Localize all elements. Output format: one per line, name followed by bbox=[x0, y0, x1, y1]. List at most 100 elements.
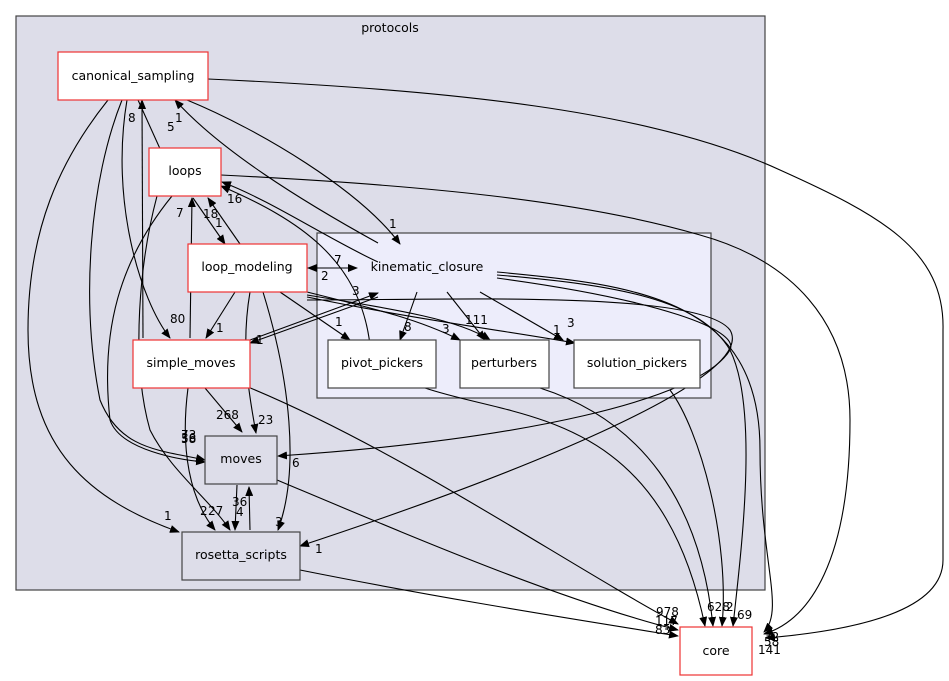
edge bbox=[186, 99, 401, 245]
edge bbox=[231, 484, 240, 531]
edge-label: 58 bbox=[181, 432, 196, 446]
edge-label: 80 bbox=[170, 312, 185, 326]
node-label: rosetta_scripts bbox=[195, 547, 287, 562]
edge bbox=[221, 181, 379, 263]
node-moves[interactable]: moves bbox=[204, 435, 278, 485]
edge-label: 3 bbox=[352, 284, 360, 298]
edge-label: 4 bbox=[236, 505, 244, 519]
edge bbox=[669, 389, 727, 627]
node-label: simple_moves bbox=[147, 355, 236, 370]
edge bbox=[276, 479, 679, 632]
edge-label: 1 bbox=[175, 111, 183, 125]
edge-labels: 8 1 5 16 7 18 1 1 7 2 3 80 1 1 1 8 3 111… bbox=[128, 111, 781, 657]
edge-label: 1 bbox=[256, 333, 264, 347]
edge bbox=[89, 99, 206, 462]
edge-label: 1 bbox=[553, 323, 561, 337]
edge-label: 1 bbox=[335, 315, 343, 329]
edge bbox=[121, 99, 171, 339]
node-simple-moves[interactable]: simple_moves bbox=[132, 339, 251, 389]
edge-label: 1 bbox=[315, 542, 323, 556]
edge bbox=[27, 99, 180, 533]
edge bbox=[220, 174, 851, 636]
edge-label: 18 bbox=[203, 207, 218, 221]
node-label: pivot_pickers bbox=[341, 355, 423, 370]
edge-label: 58 bbox=[764, 635, 779, 649]
edge-label: 111 bbox=[465, 313, 488, 327]
edge bbox=[446, 291, 486, 341]
edge bbox=[306, 291, 461, 341]
cluster-protocols-label: protocols bbox=[361, 20, 419, 35]
edge bbox=[207, 78, 944, 642]
edge bbox=[399, 291, 418, 341]
edge-label: 7 bbox=[176, 206, 184, 220]
edge bbox=[220, 185, 371, 346]
node-label: core bbox=[702, 643, 729, 658]
edge-label: 3 bbox=[567, 316, 575, 330]
edge-label: 69 bbox=[737, 608, 752, 622]
edge-label: 1 bbox=[215, 216, 223, 230]
edge-label: 16 bbox=[227, 192, 242, 206]
edge bbox=[279, 291, 351, 341]
edge-label: 6 bbox=[292, 456, 300, 470]
node-pivot-pickers[interactable]: pivot_pickers bbox=[327, 339, 437, 389]
edge-label: 83 bbox=[655, 623, 670, 637]
edge-label: 5 bbox=[167, 120, 175, 134]
edge-label: 27 bbox=[208, 504, 223, 518]
edge-label: 36 bbox=[232, 495, 247, 509]
edge-label: 117 bbox=[655, 614, 678, 628]
node-perturbers[interactable]: perturbers bbox=[459, 339, 550, 389]
edge bbox=[247, 386, 679, 625]
edge bbox=[205, 291, 236, 339]
edge bbox=[277, 277, 732, 460]
edge-label: 141 bbox=[758, 643, 781, 657]
edge-label: 628 bbox=[707, 600, 730, 614]
node-canonical-sampling[interactable]: canonical_sampling bbox=[57, 51, 209, 101]
node-label: perturbers bbox=[471, 355, 537, 370]
edge bbox=[174, 99, 379, 244]
edge bbox=[539, 387, 717, 627]
edge bbox=[192, 197, 226, 245]
node-loop-modeling[interactable]: loop_modeling bbox=[187, 243, 308, 293]
edge-label: 2 bbox=[321, 269, 329, 283]
edge bbox=[496, 271, 774, 633]
edge bbox=[424, 387, 708, 627]
node-label: solution_pickers bbox=[587, 355, 687, 370]
node-loops[interactable]: loops bbox=[148, 147, 222, 197]
edge bbox=[479, 291, 564, 341]
kinematic-closure-label[interactable]: kinematic_closure bbox=[371, 259, 484, 274]
edge bbox=[138, 195, 231, 531]
edge bbox=[306, 296, 576, 346]
edge-label: 1 bbox=[164, 509, 172, 523]
edge bbox=[184, 387, 216, 531]
node-label: canonical_sampling bbox=[72, 68, 195, 83]
edges bbox=[27, 78, 944, 642]
edge-label: 8 bbox=[128, 111, 136, 125]
edge-label: 2 bbox=[200, 504, 208, 518]
edge bbox=[207, 197, 241, 245]
edge-label: 978 bbox=[656, 605, 679, 619]
edge-label: 23 bbox=[258, 413, 273, 427]
node-solution-pickers[interactable]: solution_pickers bbox=[573, 339, 701, 389]
edge-label: 8 bbox=[404, 320, 412, 334]
node-label: loop_modeling bbox=[201, 259, 292, 274]
edge bbox=[204, 387, 243, 433]
edge-label: 2 bbox=[726, 600, 734, 614]
edge-label: 3 bbox=[442, 322, 450, 336]
edge-label: 1 bbox=[216, 321, 224, 335]
node-rosetta-scripts[interactable]: rosetta_scripts bbox=[181, 531, 301, 581]
edge bbox=[299, 569, 679, 639]
edge bbox=[245, 486, 254, 531]
edge bbox=[262, 291, 291, 531]
edge bbox=[249, 292, 379, 341]
node-label: loops bbox=[168, 163, 201, 178]
node-label: moves bbox=[220, 451, 261, 466]
node-core[interactable]: core bbox=[679, 626, 753, 676]
edge-label: 268 bbox=[216, 408, 239, 422]
edge-label: 1 bbox=[389, 217, 397, 231]
edge-label: 7 bbox=[334, 253, 342, 267]
edge bbox=[299, 298, 733, 547]
edge-label: 73 bbox=[181, 428, 196, 442]
edge-label: 32 bbox=[764, 630, 779, 644]
edge-label: 3 bbox=[275, 515, 283, 529]
